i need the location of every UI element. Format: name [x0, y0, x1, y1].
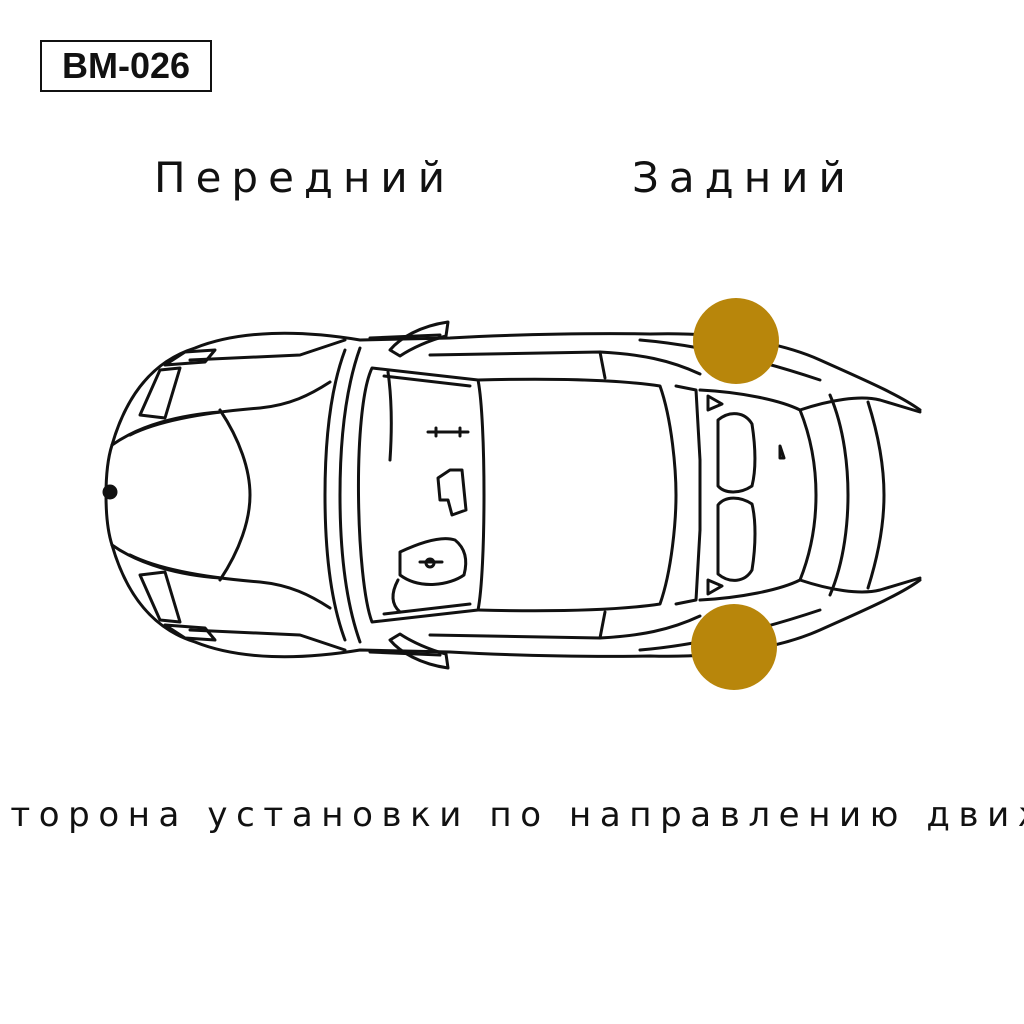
- label-rear: Задний: [632, 153, 856, 202]
- car-top-view-icon: [102, 320, 922, 670]
- mounting-side-caption: Сторона установки по направлению движени…: [0, 795, 1024, 835]
- product-code-badge: BM-026: [40, 40, 212, 92]
- rear-right-mount-marker-icon: [693, 298, 779, 384]
- label-front: Передний: [154, 153, 456, 202]
- mount-position-markers: [691, 298, 779, 690]
- caption-strip: Сторона установки по направлению движени…: [0, 790, 1024, 840]
- rear-left-mount-marker-icon: [691, 604, 777, 690]
- product-code: BM-026: [61, 45, 191, 86]
